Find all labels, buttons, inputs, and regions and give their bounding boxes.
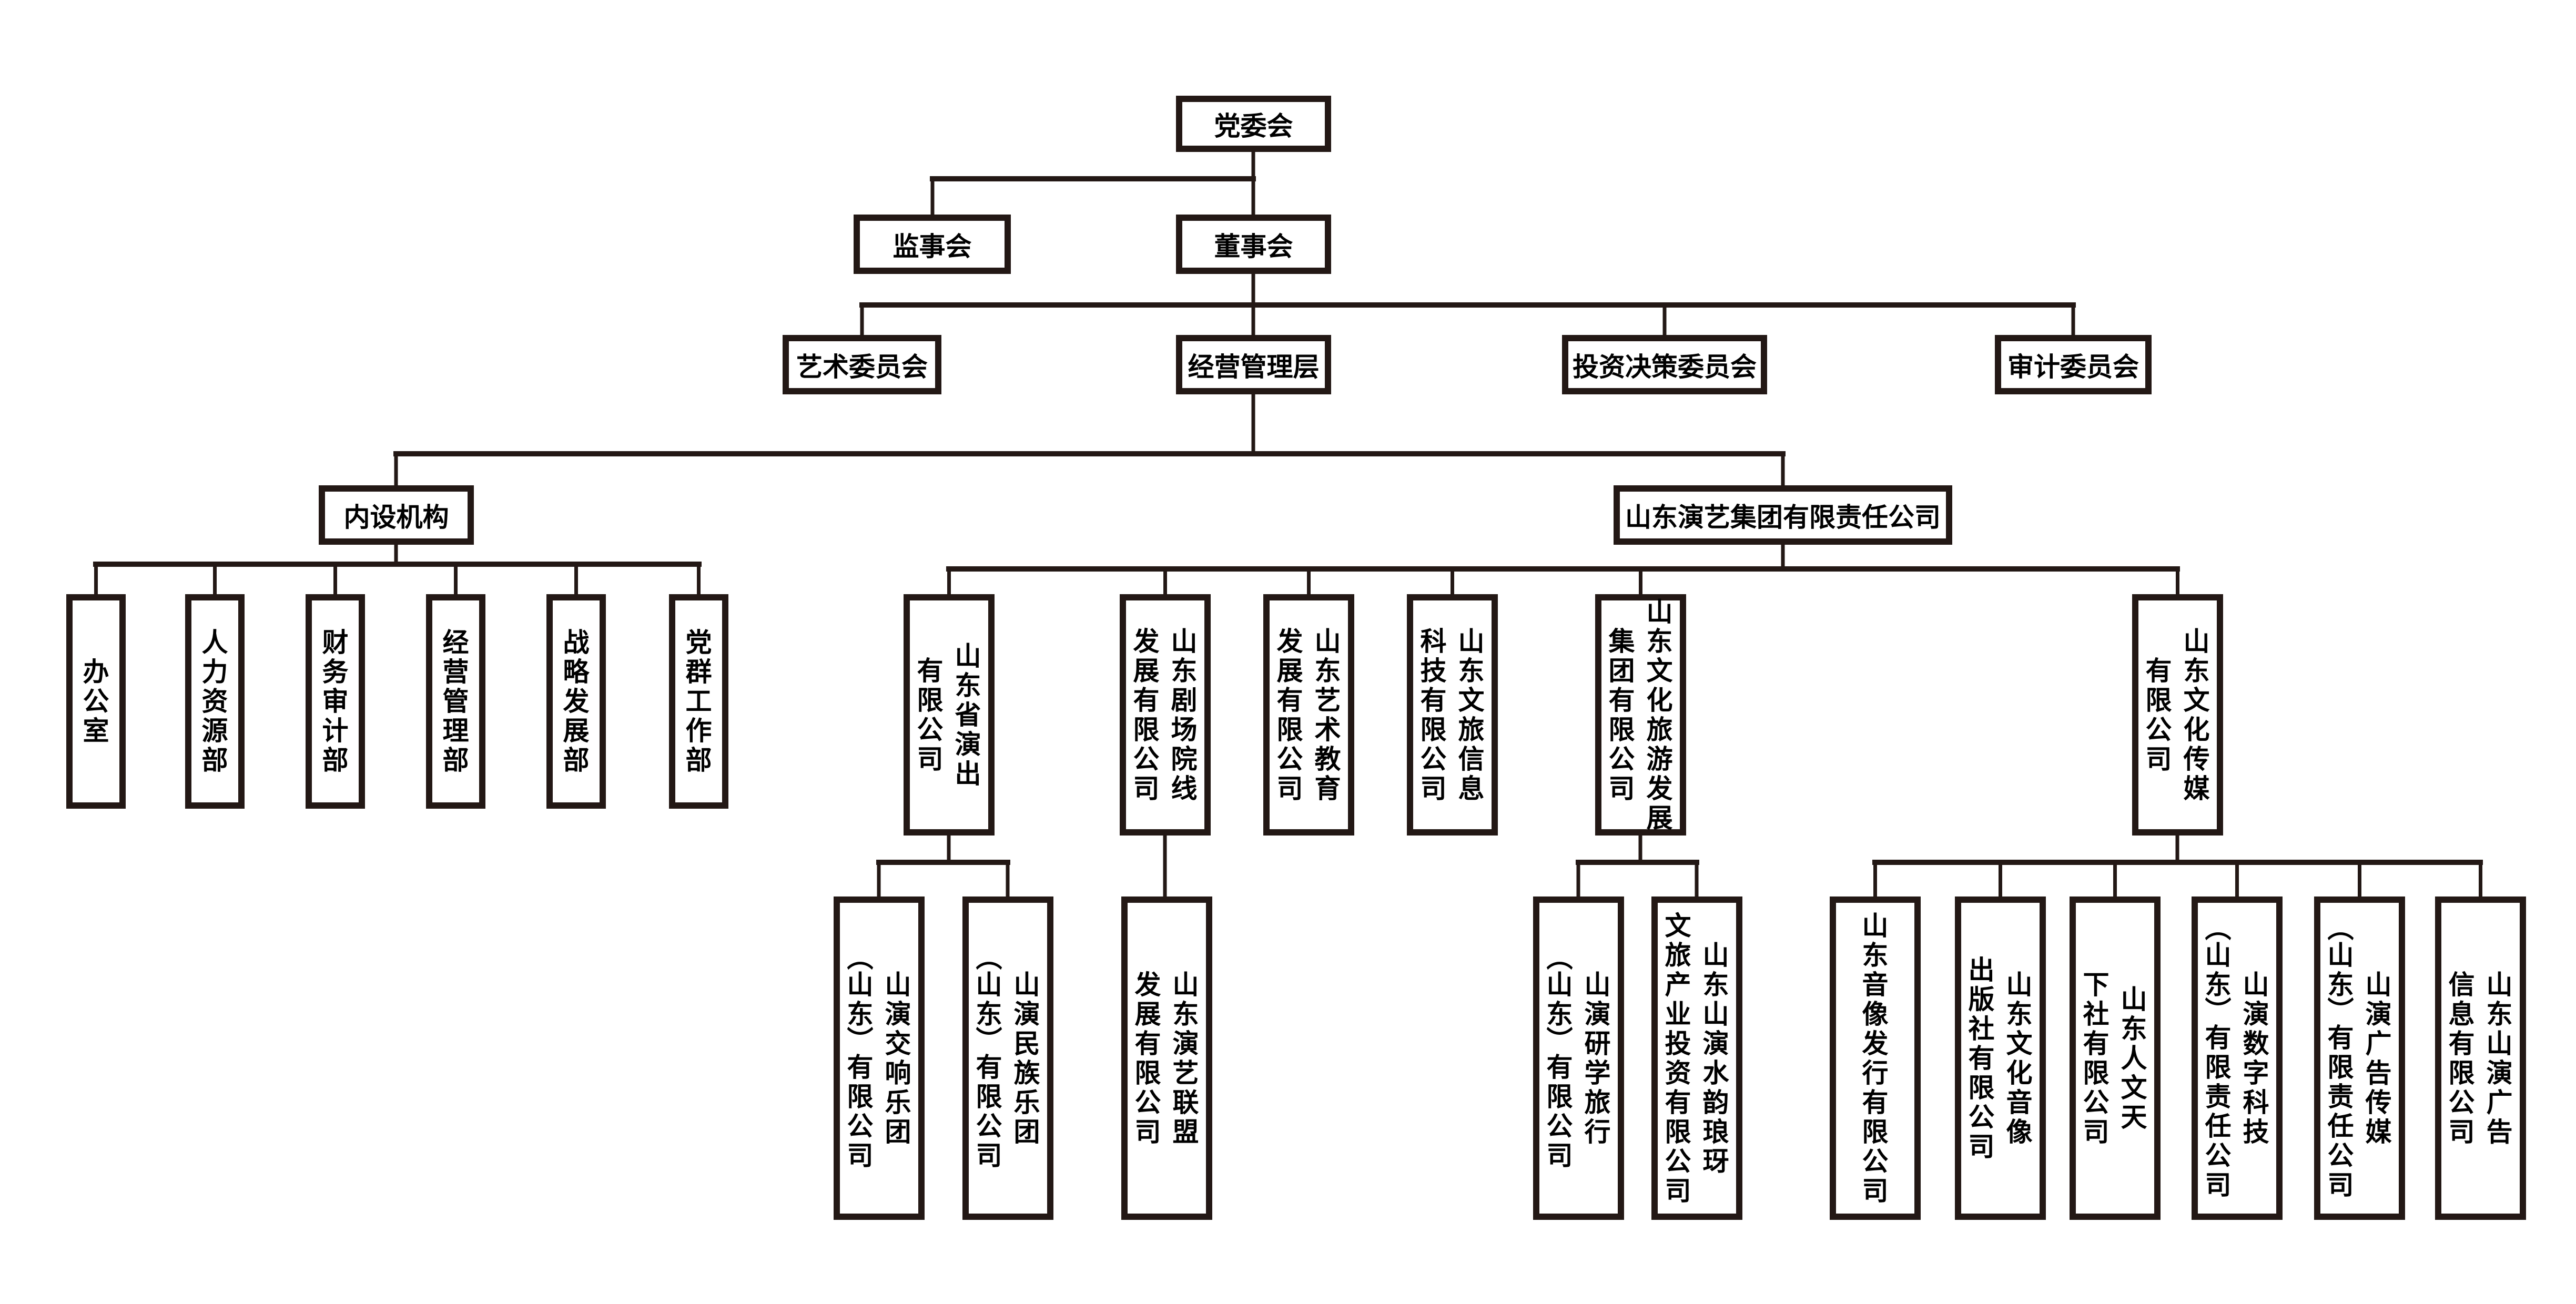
art-committee-label: 艺术委员会 [796,351,928,382]
grandchild-company-box-text-column: 下社有限公司 [2083,969,2110,1147]
grandchild-company-box: 山东音像发行有限公司 [1830,896,1921,1220]
internal-departments-box: 内设机构 [319,485,474,545]
investment-committee-label: 投资决策委员会 [1573,351,1757,382]
department-box-text-column: 经营管理部 [442,627,469,776]
subsidiary-box-text-column: 有限公司 [917,655,944,775]
department-box-text-column: 战略发展部 [563,627,590,776]
grandchild-company-box-text-column: 山东山演广告 [2486,969,2513,1147]
grandchild-company-box-text-column: 文旅产业投资有限公司 [1665,910,1691,1206]
subsidiary-box-text-column: 发展有限公司 [1133,626,1160,804]
department-box: 办公室 [66,594,126,809]
subsidiary-box-text-column: 山东剧场院线 [1171,626,1198,804]
board-of-directors-label: 董事会 [1214,231,1293,262]
grandchild-company-box-text-column: 出版社有限公司 [1968,954,1995,1162]
subsidiary-box: 山东剧场院线发展有限公司 [1120,594,1211,836]
subsidiary-box: 山东文旅信息科技有限公司 [1407,594,1498,836]
subsidiary-box-text-column: 有限公司 [2145,655,2172,775]
grandchild-company-box: 山演民族乐团 ︵山东︶有限公司 [962,896,1053,1220]
subsidiary-box-text-column: 山东文化传媒 [2183,626,2210,804]
grandchild-company-box-text-column: 山演研学旅行 [1584,969,1611,1147]
grandchild-company-box: 山东文化音像出版社有限公司 [1955,896,2046,1220]
group-company-label: 山东演艺集团有限责任公司 [1625,502,1941,533]
investment-committee-box: 投资决策委员会 [1562,335,1767,394]
subsidiary-box-text-column: 山东省演出 [955,640,981,789]
department-box: 经营管理部 [426,594,485,809]
subsidiary-box: 山东文化旅游发展集团有限公司 [1595,594,1686,836]
grandchild-company-box: 山东山演广告信息有限公司 [2435,896,2526,1220]
subsidiary-box: 山东省演出有限公司 [904,594,995,836]
party-committee-box: 党委会 [1176,96,1331,152]
grandchild-company-box: 山东山演水韵琅玡文旅产业投资有限公司 [1651,896,1742,1220]
subsidiary-box-text-column: 发展有限公司 [1276,626,1303,804]
art-committee-box: 艺术委员会 [783,335,941,394]
department-box: 战略发展部 [546,594,606,809]
group-company-box: 山东演艺集团有限责任公司 [1614,485,1952,545]
department-box: 人力资源部 [185,594,245,809]
department-box: 财务审计部 [306,594,365,809]
grandchild-company-box-text-column: 山东文化音像 [2006,969,2033,1147]
subsidiary-box-text-column: 山东艺术教育 [1314,626,1341,804]
board-of-directors-box: 董事会 [1176,215,1331,274]
supervisory-board-label: 监事会 [893,231,972,262]
grandchild-company-box-text-column: 山东演艺联盟 [1172,969,1199,1147]
supervisory-board-box: 监事会 [854,215,1011,274]
department-box-text-column: 人力资源部 [201,627,228,776]
grandchild-company-box-text-column: 山演数字科技 [2243,969,2269,1147]
grandchild-company-box: 山演交响乐团 ︵山东︶有限公司 [834,896,925,1220]
grandchild-company-box-text-column: ︵山东︶有限责任公司 [2327,913,2354,1200]
grandchild-company-box: 山演数字科技 ︵山东︶有限责任公司 [2192,896,2283,1220]
subsidiary-box-text-column: 集团有限公司 [1608,626,1635,804]
grandchild-company-box-text-column: ︵山东︶有限公司 [847,942,874,1171]
audit-committee-label: 审计委员会 [2007,351,2139,382]
grandchild-company-box-text-column: ︵山东︶有限责任公司 [2205,913,2232,1200]
management-box: 经营管理层 [1176,335,1331,394]
grandchild-company-box-text-column: 山演民族乐团 [1013,969,1040,1147]
party-committee-label: 党委会 [1214,110,1293,141]
grandchild-company-box-text-column: ︵山东︶有限公司 [976,942,1002,1171]
grandchild-company-box-text-column: ︵山东︶有限公司 [1546,942,1573,1171]
grandchild-company-box: 山东人文天下社有限公司 [2070,896,2161,1220]
grandchild-company-box-text-column: 山演广告传媒 [2365,969,2392,1147]
department-box-text-column: 办公室 [83,657,109,746]
grandchild-company-box-text-column: 山东音像发行有限公司 [1862,910,1889,1206]
subsidiary-box: 山东艺术教育发展有限公司 [1263,594,1354,836]
grandchild-company-box-text-column: 信息有限公司 [2448,969,2475,1147]
subsidiary-box-text-column: 科技有限公司 [1420,626,1447,804]
grandchild-company-box: 山东演艺联盟发展有限公司 [1121,896,1212,1220]
subsidiary-box-text-column: 山东文化旅游发展 [1646,596,1673,833]
grandchild-company-box-text-column: 山演交响乐团 [885,969,911,1147]
internal-departments-label: 内设机构 [343,502,449,533]
audit-committee-box: 审计委员会 [1995,335,2152,394]
grandchild-company-box-text-column: 山东山演水韵琅玡 [1702,940,1729,1177]
department-box-text-column: 党群工作部 [685,627,712,776]
grandchild-company-box-text-column: 山东人文天 [2121,984,2147,1133]
grandchild-company-box: 山演研学旅行 ︵山东︶有限公司 [1533,896,1624,1220]
grandchild-company-box-text-column: 发展有限公司 [1134,969,1161,1147]
grandchild-company-box: 山演广告传媒 ︵山东︶有限责任公司 [2314,896,2405,1220]
subsidiary-box-text-column: 山东文旅信息 [1458,626,1485,804]
subsidiary-box: 山东文化传媒有限公司 [2132,594,2223,836]
department-box: 党群工作部 [669,594,728,809]
department-box-text-column: 财务审计部 [322,627,349,776]
management-label: 经营管理层 [1188,351,1320,382]
